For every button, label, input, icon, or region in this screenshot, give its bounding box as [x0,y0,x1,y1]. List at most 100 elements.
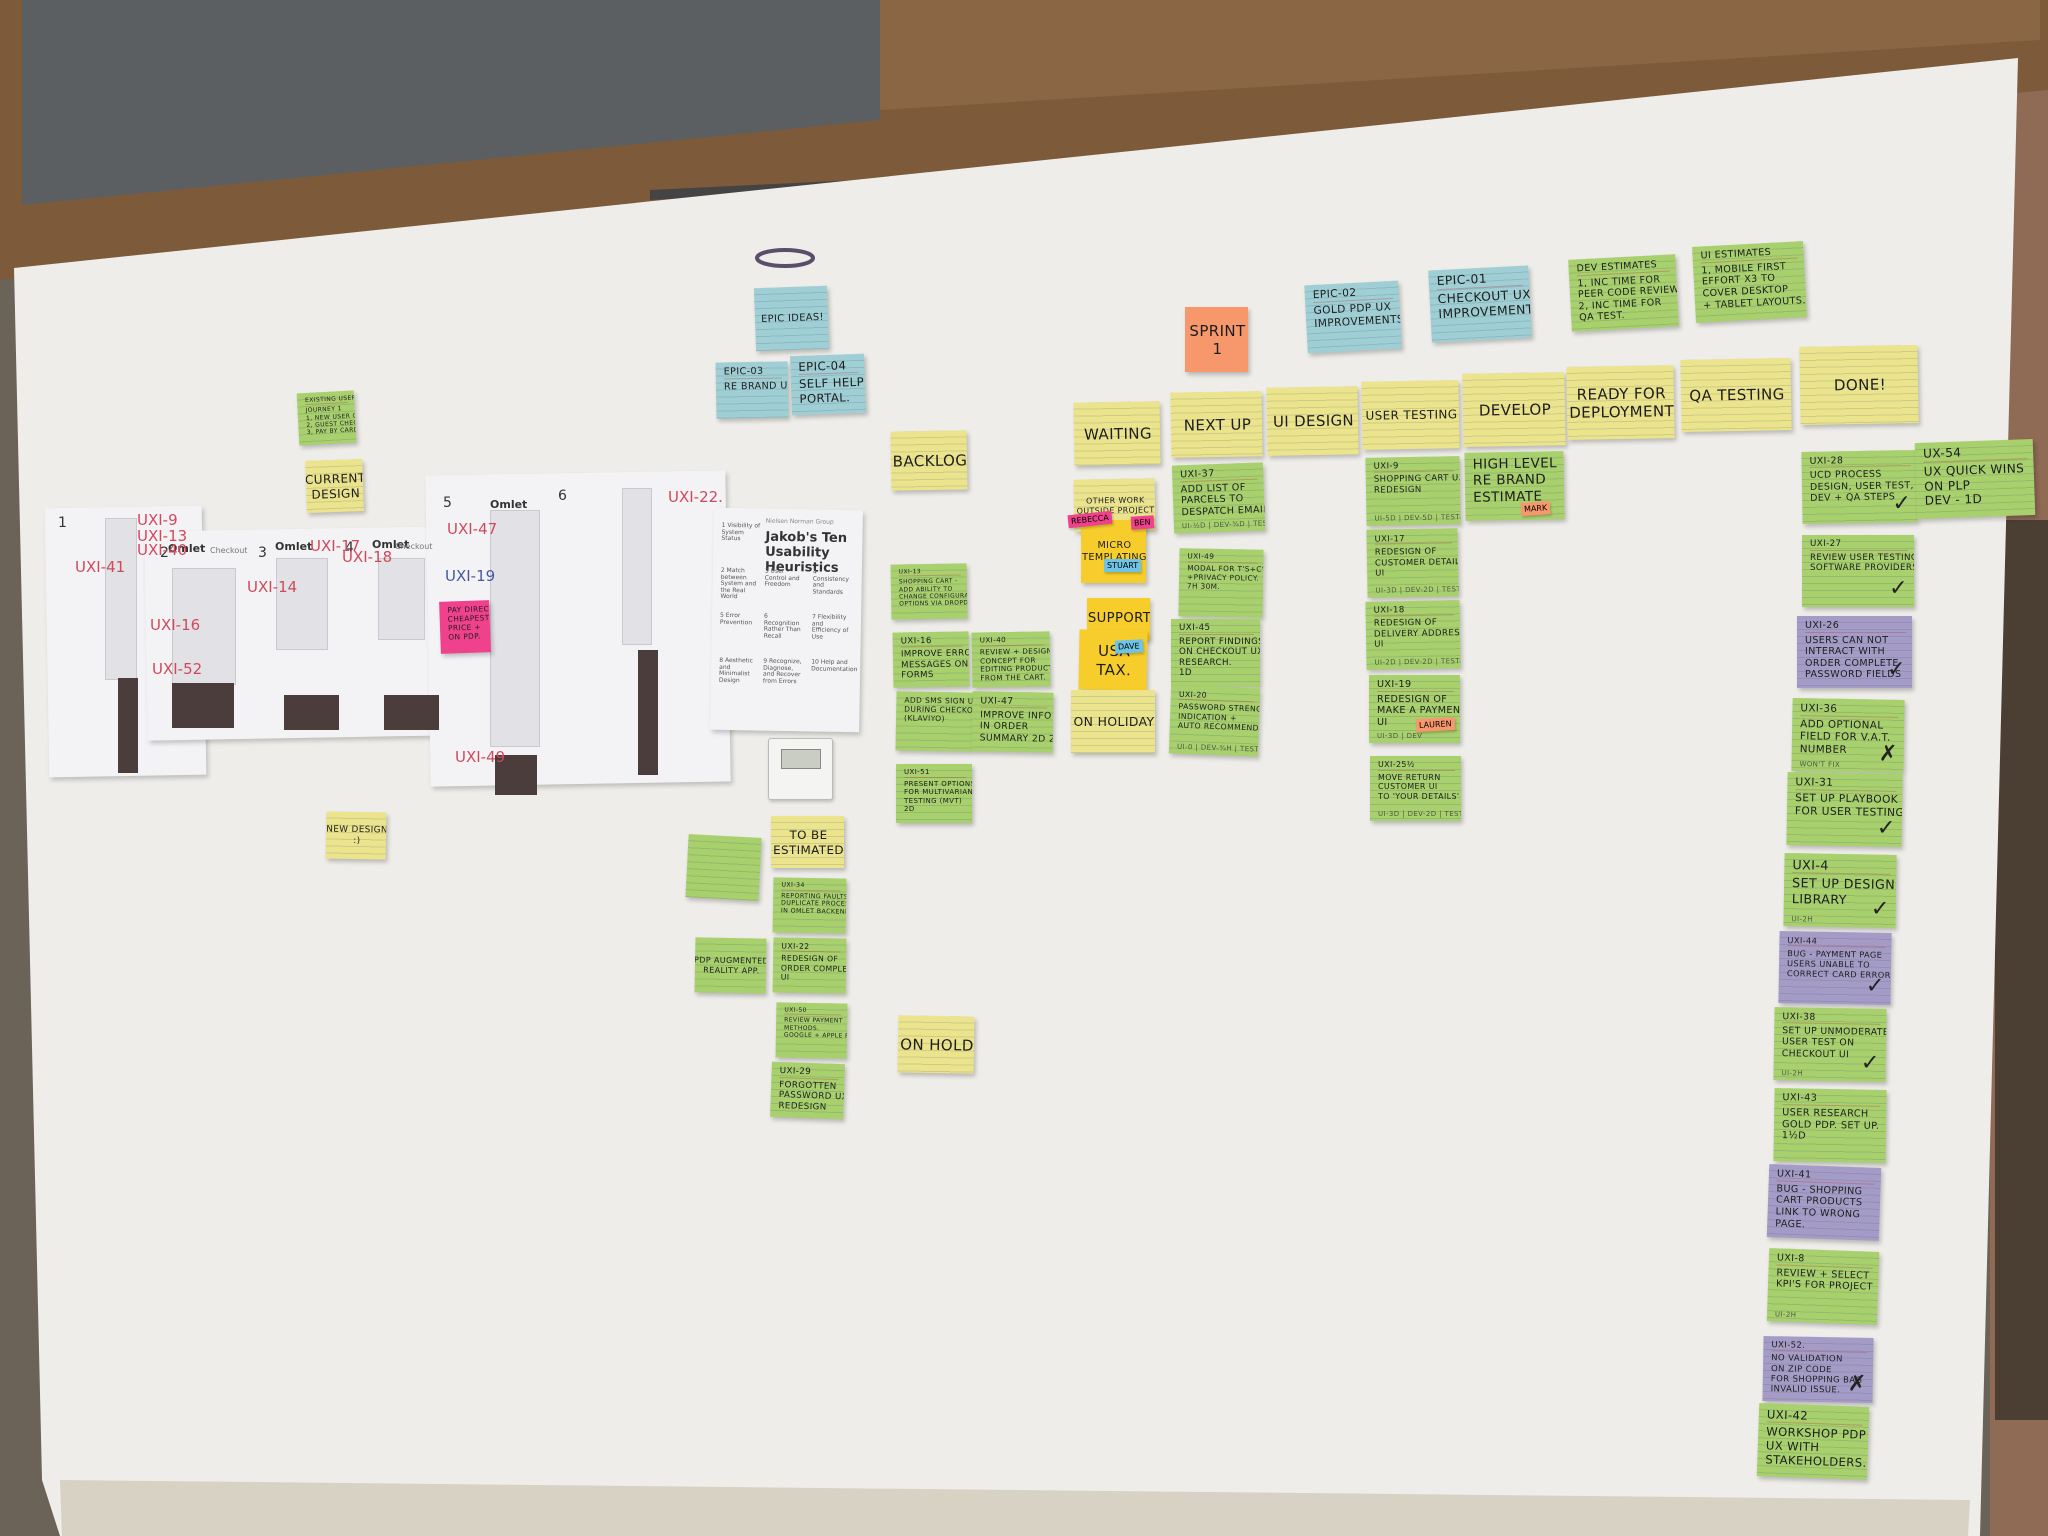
card-id: UXI-29 [779,1066,839,1080]
red-annotation-label: UXI-9 [137,511,178,529]
card-user-testing: USER TESTING [1361,380,1460,450]
red-annotation-label: UXI-40 [137,541,188,559]
card-id: UXI-49 [1187,551,1258,564]
card-text-line: 2d [904,805,915,814]
card-id: UXI-41 [1776,1168,1876,1185]
poster-publisher: Nielsen Norman Group [765,517,834,526]
card-text-line: BACKLOG [892,451,968,471]
card-id: UXI-25½ [1378,760,1455,771]
card-text-line: MOVE RETURN [1378,772,1441,782]
brand-logo-text: Omlet [490,498,528,511]
card-text-line: UI [1377,717,1388,729]
check-mark-icon: ✓ [1876,815,1896,842]
card-text-line: REDESIGN OF [1377,693,1448,705]
card-id: UXI-47 [980,695,1048,709]
card-text-line: SPRINT [1189,321,1246,340]
card-text-line: UI [780,972,790,982]
wireframe-screen [276,558,328,650]
red-annotation-label: UXI-14 [247,578,298,596]
card-id: UXI-34 [781,881,841,892]
wireframe-screen [490,510,540,747]
card-text-line: RESEARCH. [1179,657,1232,668]
card-estimate: UI-3d | DEV-2d | TEST-½d [1378,810,1461,819]
sheet-number: 3 [258,545,267,561]
check-mark-icon: ✓ [1887,657,1906,683]
card-text-line: HIGH LEVEL [1472,455,1558,473]
card-on-holiday: ON HOLIDAY [1071,690,1155,753]
red-annotation-label: UXI-22. [668,488,723,506]
card-text-line: SET UP DESIGN [1791,875,1896,893]
checkout-label: Checkout [395,542,433,551]
card-text-line: UI [1375,567,1385,578]
card-id: UXI-51 [904,768,966,778]
card-text-line: SUPPORT [1087,611,1150,627]
card-id: UX-54 [1922,443,2028,463]
card-text-line: KPI's FOR PROJECT [1775,1278,1874,1293]
card-done: DONE! [1799,344,1919,426]
card-text-line: IMPROVEMENTS [1438,301,1532,322]
card-qa-testing: QA TESTING [1680,358,1792,432]
card-id: UXI-18 [1373,604,1454,618]
card-text-line: CUSTOMER UI [1378,782,1438,792]
wireframe-footer [495,755,537,795]
card-id: EPIC-03 [723,365,782,380]
card-estimate: UI-0 | DEV-¾h | TEST-¼h [1176,743,1261,755]
card-text-line: OPTIONS VIA DROPDOWNS [899,599,968,608]
card-text-line: FOR MULTIVARIANT [904,788,972,797]
card-text-line: 7h 30m. [1186,581,1221,591]
red-annotation-label: UXI-13 [137,527,188,545]
card-text-line: 1d [1179,668,1193,679]
sheet-number: 6 [558,488,567,504]
card-text-line: PRESENT OPTIONS [904,779,972,788]
red-annotation-label: UXI-47 [447,520,498,538]
card-text-line: MICRO [1097,540,1132,552]
card-text-line: SOFTWARE PROVIDERS [1810,563,1914,574]
brand-logo-text: Omlet [372,538,410,551]
card-text-line: USERS CAN NOT [1805,634,1889,646]
wireframe-footer [172,683,234,728]
card-id: EXISTING USER [304,394,357,406]
name-tag-dave: DAVE [1114,639,1143,654]
card-id: UXI-17 [1374,532,1452,545]
wireframe-footer [284,695,339,730]
card-text-line: SUMMARY 2d 2h [979,732,1054,745]
card-text-line: DONE! [1833,375,1887,395]
red-annotation-label: UXI-49 [455,748,506,766]
card-text-line: ON PDP. [448,631,481,642]
heuristic-item: 10 Help and Documentation [811,658,858,673]
heuristic-item: 8 Aesthetic and Minimalist Design [718,656,754,684]
heuristic-item: 1 Visibility of System Status [721,521,761,543]
card-text-line: ORDER COMPLETE [780,963,847,974]
card-text-line: FROM THE CART. [980,672,1047,683]
card-id: UXI-9 [1373,460,1454,474]
wireframe-screen [172,568,236,685]
card-estimate: UI-2h [1791,915,1813,924]
card-text-line: REALITY APP. [703,965,760,976]
card-estimate: UI-3d | DEV-2d | TEST-½d [1375,585,1459,596]
card-text-line: DESPATCH EMAIL [1181,504,1266,519]
card-text-line: DEVELOP [1478,400,1552,420]
card-text-line: SELF HELP [798,375,865,392]
card-text-line: READY FOR [1576,383,1667,404]
card-id: UXI-45 [1179,623,1254,635]
card-backlog: BACKLOG [890,430,968,491]
card-text-line: RE BRAND [1472,471,1547,490]
card-id: UXI-27 [1810,539,1908,551]
